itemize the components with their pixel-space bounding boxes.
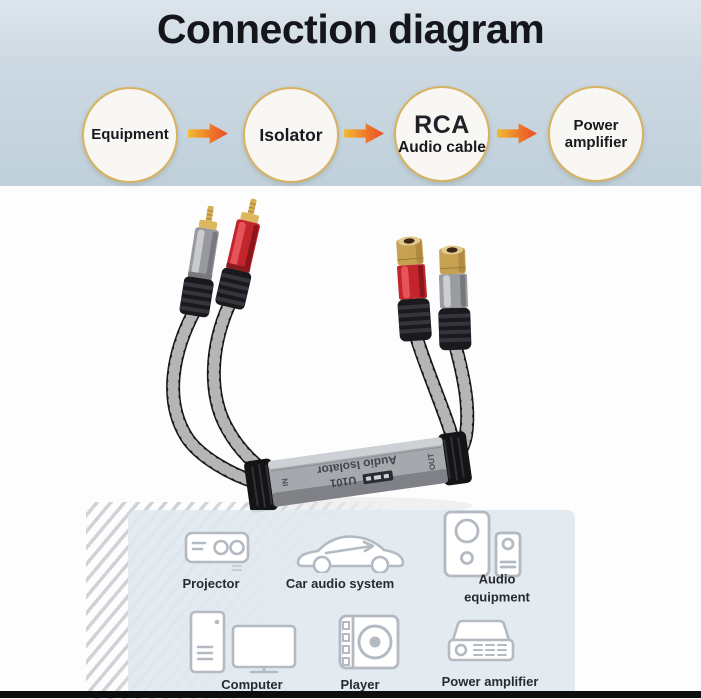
flow-step-equipment: Equipment [82, 87, 178, 183]
flow-step-isolator: Isolator [243, 87, 339, 183]
device-label: Car audio system [285, 576, 395, 592]
projector-icon [184, 531, 250, 571]
flow-step-label: amplifier [564, 134, 628, 151]
flow-step-label: Audio cable [398, 139, 486, 157]
computer-icon [189, 610, 297, 674]
flow-step-label: Isolator [259, 124, 323, 145]
car-icon [296, 535, 405, 573]
flow-arrow-icon [497, 123, 537, 144]
brand-badge-marks [365, 473, 390, 481]
product-photo: Audio Isolator U101 IN OUT [166, 198, 475, 515]
player-icon [338, 614, 400, 670]
page-title: Connection diagram [156, 6, 545, 52]
flow-step-label: Equipment [91, 126, 169, 144]
flow-arrow-icon [188, 123, 228, 144]
device-label: Power amplifier [441, 674, 539, 690]
flow-step-label: Power [573, 116, 619, 134]
rca-female-jack-silver [438, 245, 472, 351]
device-label: Projector [182, 576, 240, 592]
isolator-out-label: OUT [426, 453, 437, 471]
bottom-black-bar [0, 691, 701, 698]
device-label: Audio equipment [464, 571, 530, 604]
speakers-icon [443, 510, 522, 578]
isolator-in-label: IN [280, 477, 290, 486]
audio-isolator-body: Audio Isolator U101 IN OUT [244, 431, 472, 513]
rca-male-plug-red [215, 198, 260, 310]
flow-arrow-icon [344, 123, 384, 144]
device-label: Player [340, 677, 380, 693]
top-band: Connection diagram Equipment Isolator RC… [0, 0, 701, 186]
flow-step-power-amplifier: Power amplifier [548, 86, 644, 182]
compatible-devices-panel: Projector Car audio system Audio equipme… [128, 510, 575, 696]
flow-step-label: RCA [414, 110, 470, 139]
rca-male-plug-silver [179, 205, 219, 318]
isolator-model: U101 [329, 473, 357, 489]
flow-step-rca-cable: RCA Audio cable [394, 86, 490, 182]
device-label: Computer [221, 677, 283, 693]
amplifier-icon [447, 619, 515, 662]
rca-female-jack-red [396, 236, 432, 342]
